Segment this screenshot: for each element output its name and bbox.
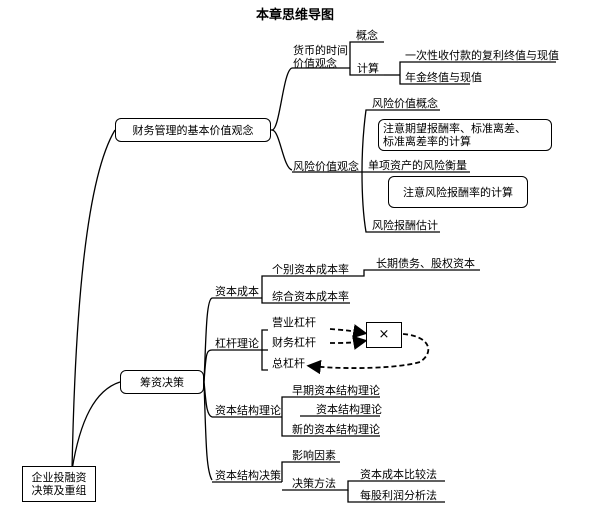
node-structure-theory: 资本结构理论 [215,404,281,417]
node-total-leverage: 总杠杆 [272,357,305,370]
node-risk-value: 风险价值观念 [293,160,359,173]
node-time-value-concept: 概念 [356,29,378,42]
node-influencing-factors: 影响因素 [292,449,336,462]
node-risk-value-concept: 风险价值概念 [372,97,438,110]
root-node: 企业投融资 决策及重组 [22,466,96,502]
node-time-value-calc: 计算 [357,62,379,75]
node-weighted-cost: 综合资本成本率 [272,290,349,303]
node-capital-cost: 资本成本 [215,285,259,298]
node-new-theory: 新的资本结构理论 [292,423,380,436]
node-calc-annuity: 年金终值与现值 [405,71,482,84]
diagram-title: 本章思维导图 [256,8,335,23]
node-risk-return-estimate: 风险报酬估计 [372,219,438,232]
node-time-value: 货币的时间 价值观念 [293,44,348,70]
node-basic-value-concepts: 财务管理的基本价值观念 [115,118,271,142]
note-expected-return: 注意期望报酬率、标准离差、 标准离差率的计算 [378,119,552,151]
node-early-theory: 早期资本结构理论 [292,384,380,397]
node-structure-theory-item: 资本结构理论 [316,403,382,416]
node-leverage: 杠杆理论 [215,337,259,350]
node-financing-decision: 筹资决策 [120,370,204,394]
node-decision-methods: 决策方法 [292,477,336,490]
node-operating-leverage: 营业杠杆 [272,316,316,329]
node-calc-compound: 一次性收付款的复利终值与现值 [405,49,559,62]
node-individual-cost-items: 长期债务、股权资本 [376,257,475,270]
node-financial-leverage: 财务杠杆 [272,336,316,349]
node-eps-analysis: 每股利润分析法 [360,489,437,502]
node-cost-comparison: 资本成本比较法 [360,468,437,481]
note-risk-return: 注意风险报酬率的计算 [388,176,528,208]
node-individual-cost: 个别资本成本率 [272,263,349,276]
node-structure-decision: 资本结构决策 [215,469,281,482]
multiply-node: × [366,322,402,348]
node-single-asset-risk: 单项资产的风险衡量 [368,159,467,172]
